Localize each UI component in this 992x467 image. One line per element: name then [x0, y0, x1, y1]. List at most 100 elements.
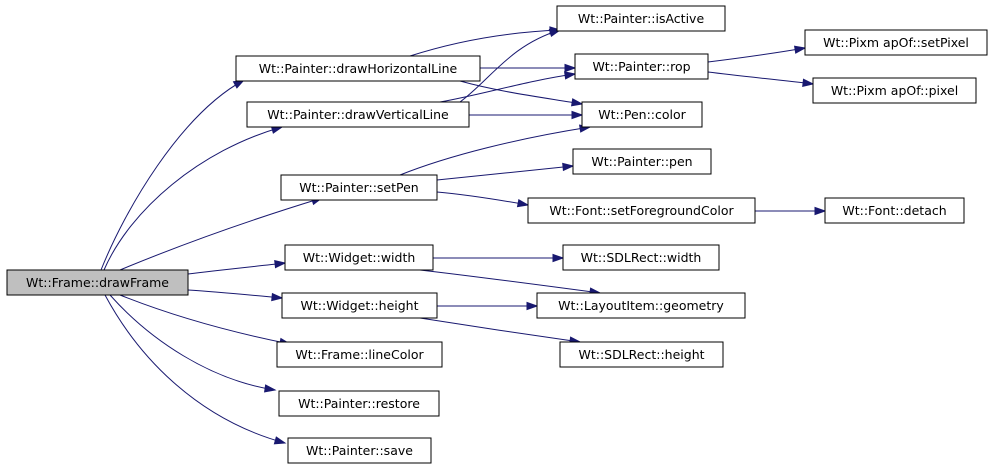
- edge-drawFrame-to-widgetHeight: [187, 289, 284, 302]
- node-widgetWidth[interactable]: Wt::Widget::width: [284, 244, 434, 271]
- edge-line: [187, 262, 286, 275]
- node-isActive[interactable]: Wt::Painter::isActive: [556, 5, 726, 32]
- arrow-head-icon: [274, 260, 287, 269]
- edge-drawFrame-to-widgetWidth: [187, 260, 287, 275]
- node-box[interactable]: [276, 341, 443, 368]
- edge-drawFrame-to-drawHorizontalLine: [100, 79, 246, 271]
- graph-edges: [100, 26, 827, 445]
- edge-line: [399, 126, 591, 176]
- node-box[interactable]: [235, 55, 481, 82]
- edge-line: [436, 165, 574, 181]
- node-drawHorizontalLine[interactable]: Wt::Painter::drawHorizontalLine: [235, 55, 481, 82]
- edge-line: [459, 80, 583, 105]
- node-box[interactable]: [536, 292, 746, 319]
- node-rectHeight[interactable]: Wt::SDLRect::height: [559, 341, 724, 368]
- node-box[interactable]: [572, 148, 712, 175]
- arrow-head-icon: [571, 110, 584, 120]
- node-rectWidth[interactable]: Wt::SDLRect::width: [562, 244, 720, 271]
- edge-rop-to-setPixel: [707, 45, 807, 63]
- edge-line: [707, 47, 806, 63]
- node-box[interactable]: [556, 5, 726, 32]
- node-label: Wt::Painter::setPen: [299, 180, 418, 195]
- edge-setPen-to-setForegroundColor: [436, 191, 530, 208]
- node-pixel[interactable]: Wt::Pixm apOf::pixel: [812, 77, 977, 104]
- edge-setForegroundColor-to-detach: [754, 206, 827, 216]
- edge-widgetWidth-to-rectWidth: [432, 253, 565, 263]
- node-label: Wt::Frame::lineColor: [295, 347, 424, 362]
- edge-drawFrame-to-save: [104, 294, 287, 445]
- node-pen[interactable]: Wt::Painter::pen: [572, 148, 712, 175]
- node-box[interactable]: [824, 197, 965, 224]
- node-label: Wt::Painter::rop: [592, 59, 690, 74]
- node-label: Wt::Pen::color: [598, 107, 686, 122]
- node-box[interactable]: [246, 101, 470, 128]
- edge-widgetHeight-to-geometry: [437, 301, 539, 311]
- edge-line: [100, 79, 245, 271]
- arrow-head-icon: [802, 78, 815, 87]
- edge-line: [459, 29, 561, 103]
- node-box[interactable]: [281, 292, 438, 319]
- edge-widgetWidth-to-geometry: [419, 269, 602, 296]
- arrow-head-icon: [271, 292, 284, 302]
- edge-line: [439, 73, 576, 103]
- node-box[interactable]: [284, 244, 434, 271]
- edge-drawFrame-to-restore: [109, 294, 277, 393]
- node-drawVerticalLine[interactable]: Wt::Painter::drawVerticalLine: [246, 101, 470, 128]
- node-geometry[interactable]: Wt::LayoutItem::geometry: [536, 292, 746, 319]
- node-label: Wt::Painter::save: [306, 443, 413, 458]
- edge-rop-to-pixel: [707, 71, 815, 87]
- node-label: Wt::Widget::height: [301, 298, 419, 313]
- node-restore[interactable]: Wt::Painter::restore: [278, 390, 440, 417]
- edge-line: [104, 294, 286, 444]
- node-label: Wt::Frame::drawFrame: [26, 275, 169, 290]
- node-label: Wt::Pixm apOf::pixel: [831, 83, 958, 98]
- node-label: Wt::Pixm apOf::setPixel: [823, 35, 969, 50]
- edge-line: [119, 197, 323, 271]
- edge-line: [103, 126, 283, 271]
- node-box[interactable]: [574, 53, 709, 80]
- edge-line: [119, 294, 291, 345]
- edge-drawFrame-to-lineColor: [119, 294, 292, 347]
- edge-widgetHeight-to-rectHeight: [419, 317, 582, 345]
- arrow-head-icon: [552, 253, 565, 263]
- edge-line: [409, 29, 561, 57]
- edge-line: [419, 317, 581, 343]
- node-lineColor[interactable]: Wt::Frame::lineColor: [276, 341, 443, 368]
- node-box[interactable]: [280, 174, 438, 201]
- node-label: Wt::Painter::drawVerticalLine: [267, 107, 449, 122]
- node-box[interactable]: [562, 244, 720, 271]
- edge-setPen-to-pen: [436, 162, 575, 181]
- node-label: Wt::Painter::isActive: [578, 11, 705, 26]
- arrow-head-icon: [562, 162, 575, 172]
- arrow-head-icon: [564, 63, 577, 73]
- node-drawFrame[interactable]: Wt::Frame::drawFrame: [6, 269, 189, 296]
- arrow-head-icon: [273, 436, 287, 445]
- node-label: Wt::Font::detach: [842, 203, 946, 218]
- node-penColor[interactable]: Wt::Pen::color: [581, 101, 703, 128]
- node-setPixel[interactable]: Wt::Pixm apOf::setPixel: [804, 29, 988, 56]
- node-box[interactable]: [6, 269, 189, 296]
- node-label: Wt::Widget::width: [303, 250, 416, 265]
- node-box[interactable]: [287, 437, 432, 464]
- node-save[interactable]: Wt::Painter::save: [287, 437, 432, 464]
- node-label: Wt::SDLRect::width: [581, 250, 702, 265]
- node-box[interactable]: [527, 197, 756, 224]
- node-box[interactable]: [581, 101, 703, 128]
- node-box[interactable]: [278, 390, 440, 417]
- node-detach[interactable]: Wt::Font::detach: [824, 197, 965, 224]
- arrow-head-icon: [793, 45, 807, 54]
- node-rop[interactable]: Wt::Painter::rop: [574, 53, 709, 80]
- edge-drawVerticalLine-to-penColor: [468, 110, 584, 120]
- node-box[interactable]: [559, 341, 724, 368]
- edge-line: [707, 71, 814, 85]
- edge-drawHorizontalLine-to-penColor: [459, 80, 584, 107]
- node-box[interactable]: [812, 77, 977, 104]
- graph-nodes: Wt::Frame::drawFrame Wt::Painter::drawHor…: [6, 5, 988, 464]
- node-setPen[interactable]: Wt::Painter::setPen: [280, 174, 438, 201]
- node-label: Wt::Painter::drawHorizontalLine: [259, 61, 458, 76]
- node-setForegroundColor[interactable]: Wt::Font::setForegroundColor: [527, 197, 756, 224]
- node-widgetHeight[interactable]: Wt::Widget::height: [281, 292, 438, 319]
- edge-line: [187, 289, 283, 299]
- node-box[interactable]: [804, 29, 988, 56]
